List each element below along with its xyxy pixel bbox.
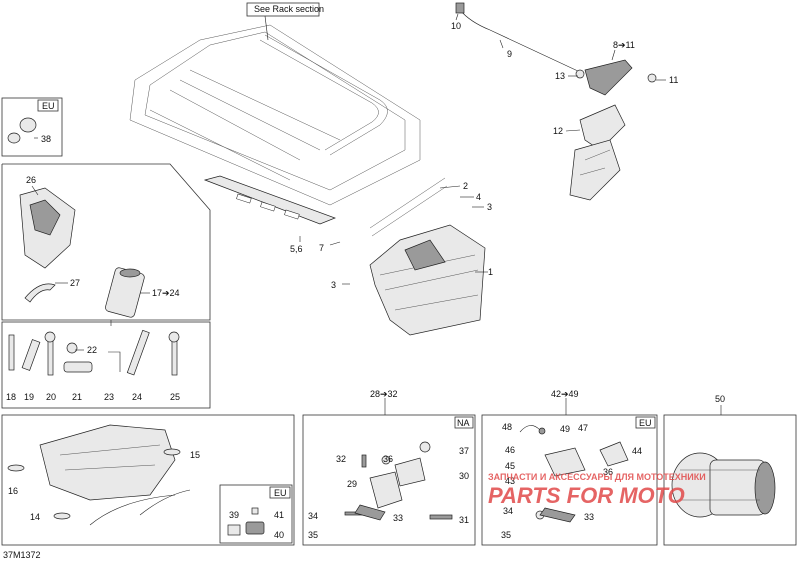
group-label-50: 50 [715,394,725,404]
motor-unit [671,452,776,518]
region-tag-eu3: EU [639,418,652,428]
callout: 24 [132,392,142,402]
callout: 2 [463,181,468,191]
callout: 19 [24,392,34,402]
callout: 47 [578,423,588,433]
callout: 44 [632,446,642,456]
callout: 18 [6,392,16,402]
rack-note: See Rack section [254,4,324,14]
box-50 [663,414,797,546]
callout: 36 [603,467,613,477]
lamp-cable [455,2,581,73]
callout: 49 [560,424,570,434]
callout: 25 [170,392,180,402]
callout: 31 [459,515,469,525]
callout: 33 [393,513,403,523]
leader-lines [31,13,666,351]
callout: 43 [505,476,515,486]
region-tag-eu1: EU [42,101,55,111]
callout: 8➔11 [613,40,635,50]
snowmobile-box [1,414,295,546]
callout: 37 [459,446,469,456]
callout: 33 [584,512,594,522]
callout: 11 [669,75,678,85]
region-tag-na: NA [457,418,470,428]
callout: 48 [502,422,512,432]
callout: 20 [46,392,56,402]
rack-assembly [129,24,421,225]
kit-box-upper [1,163,211,321]
callout: 34 [503,506,513,516]
callout: 26 [26,175,36,185]
callout: 34 [308,511,318,521]
callout: 40 [274,530,284,540]
group-label-28-32: 28➔32 [370,389,398,399]
eu-box-reflectors [219,484,293,544]
callout: 35 [501,530,511,540]
callout: 13 [555,71,565,81]
callout: 9 [507,49,512,59]
callout-labels: 1 2 3 3 4 5,6 7 8➔11 9 10 11 12 13 14 15… [6,21,678,540]
lamp-bracket [569,104,626,201]
callout: 38 [41,134,51,144]
callout: 36 [383,454,393,464]
watermark-brand: PARTS FOR MOTO [488,483,685,508]
callout: 3 [331,280,336,290]
snowmobile [39,424,191,526]
callout: 29 [347,479,357,489]
callout: 3 [487,202,492,212]
callout: 27 [70,278,80,288]
callout: 45 [505,461,515,471]
region-tag-eu2: EU [274,488,287,498]
windshield [369,177,486,336]
rack-note-box [246,2,320,17]
callout: 23 [104,392,114,402]
eu-box-lighting [481,414,658,546]
lamp-assembly [575,59,657,96]
watermark-tagline: ЗАПЧАСТИ И АКСЕССУАРЫ ДЛЯ МОТОТЕХНИКИ [488,472,706,482]
callout: 12 [553,126,563,136]
callout: 41 [274,510,284,520]
callout: 5,6 [290,244,303,254]
callout: 10 [451,21,461,31]
callout: 16 [8,486,18,496]
callout: 7 [319,243,324,253]
tool-box [1,321,211,409]
group-label-42-49: 42➔49 [551,389,579,399]
callout: 30 [459,471,469,481]
callout: 32 [336,454,346,464]
callout: 22 [87,345,97,355]
callout: 35 [308,530,318,540]
callout: 4 [476,192,481,202]
diagram-code: 37M1372 [3,550,41,560]
callout: 21 [72,392,82,402]
callout: 17➔24 [152,288,180,298]
callout: 1 [488,267,493,277]
na-box [302,414,476,546]
eu-box-mirror [1,97,63,157]
callout: 14 [30,512,40,522]
callout: 15 [190,450,200,460]
callout: 46 [505,445,515,455]
callout: 39 [229,510,239,520]
watermark: ЗАПЧАСТИ И АКСЕССУАРЫ ДЛЯ МОТОТЕХНИКИ PA… [488,472,706,508]
